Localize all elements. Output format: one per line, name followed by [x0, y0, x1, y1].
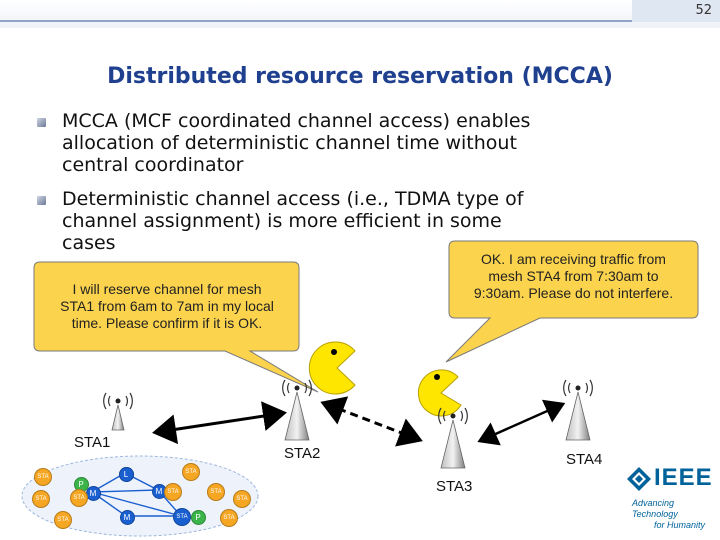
sta4-antenna-icon	[563, 379, 593, 441]
sta2-antenna-icon	[282, 379, 312, 441]
bullet-text: MCCA (MCF coordinated channel access) en…	[62, 110, 530, 176]
mesh-node: STA	[34, 468, 52, 486]
mesh-node: STA	[173, 508, 191, 526]
header-bar	[0, 0, 720, 28]
bullet-line: allocation of deterministic channel time…	[62, 132, 517, 154]
mesh-node: STA	[164, 483, 182, 501]
bullet-line: central coordinator	[62, 154, 244, 176]
header-tab	[632, 0, 720, 22]
sta2-label: STA2	[284, 445, 321, 462]
bullet-line: MCCA (MCF coordinated channel access) en…	[62, 110, 531, 132]
mesh-node: STA	[233, 490, 251, 508]
mesh-node: M	[119, 509, 135, 525]
page-number: 52	[695, 3, 712, 18]
callout-left-bubble	[33, 261, 319, 393]
pacman-icon	[417, 369, 462, 417]
callout-line: mesh STA4 from 7:30am to	[488, 268, 659, 284]
ieee-wordmark: IEEE	[654, 464, 713, 491]
ieee-diamond-icon	[627, 467, 651, 491]
sta1-antenna-icon	[103, 392, 133, 431]
callout-line: OK. I am receiving traffic from	[481, 251, 666, 267]
sta3-label: STA3	[436, 478, 473, 495]
sta3-antenna-icon	[438, 407, 468, 469]
callout-line: time. Please confirm if it is OK.	[71, 315, 263, 331]
header-divider	[0, 20, 720, 22]
slide-title: Distributed resource reservation (MCCA)	[107, 64, 613, 89]
mesh-node: STA	[32, 490, 50, 508]
sta1-label: STA1	[74, 434, 111, 451]
mesh-node: STA	[220, 509, 238, 527]
mesh-node: STA	[54, 511, 72, 529]
bullet-icon	[37, 118, 46, 127]
bullet-text: Deterministic channel access (i.e., TDMA…	[62, 188, 523, 254]
link-arrow-sta1-sta2	[152, 401, 287, 445]
callout-line: I will reserve channel for mesh	[72, 281, 262, 297]
sta4-label: STA4	[566, 451, 603, 468]
ieee-tagline-line: for Humanity	[654, 520, 706, 530]
pacman-eye-icon	[434, 374, 440, 380]
mesh-node: L	[118, 466, 134, 482]
callout-line: STA1 from 6am to 7am in my local	[60, 298, 274, 314]
bullet-line: cases	[62, 232, 116, 254]
callout-left-text: I will reserve channel for mesh STA1 fro…	[36, 281, 298, 332]
pacman-icon	[308, 341, 356, 395]
callout-line: 9:30am. Please do not interfere.	[473, 285, 674, 301]
ieee-tagline: Advancing Technology for Humanity	[632, 498, 714, 531]
interference-arrow-sta2-sta3	[320, 396, 423, 447]
bullet-line: channel assignment) is more efficient in…	[62, 210, 502, 232]
link-arrow-sta3-sta4	[477, 399, 566, 446]
pacman-eye-icon	[331, 349, 337, 355]
callout-right-text: OK. I am receiving traffic from mesh STA…	[450, 251, 697, 302]
mesh-node: STA	[207, 483, 225, 501]
bullet-icon	[37, 196, 46, 205]
mesh-node: STA	[182, 463, 200, 481]
bullet-line: Deterministic channel access (i.e., TDMA…	[62, 188, 524, 210]
ieee-logo: IEEE Advancing Technology for Humanity	[626, 464, 716, 534]
mesh-node: STA	[70, 489, 88, 507]
mesh-node: P	[190, 509, 206, 525]
ieee-tagline-line: Advancing Technology	[632, 498, 678, 519]
callout-right-bubble	[445, 240, 699, 363]
